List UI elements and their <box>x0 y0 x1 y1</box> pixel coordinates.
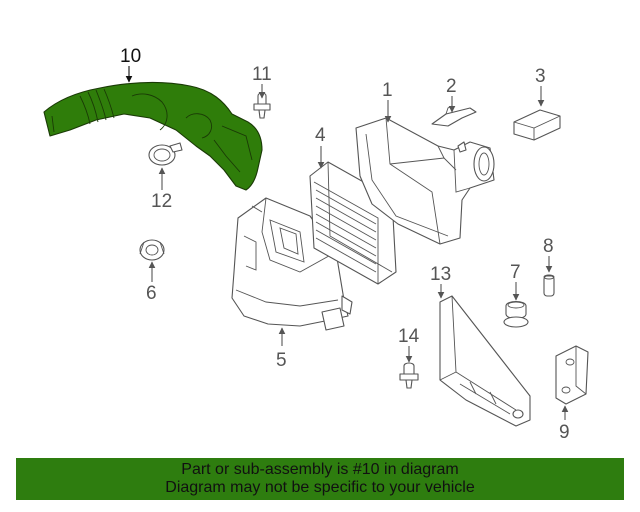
diagram-notice-banner: Part or sub-assembly is #10 in diagram D… <box>16 458 624 500</box>
bracket-part-9[interactable] <box>555 345 589 405</box>
block-part-3[interactable] <box>513 109 561 141</box>
callout-7[interactable]: 7 <box>510 262 521 283</box>
hose-clamp-part-12[interactable] <box>148 142 183 166</box>
callout-1[interactable]: 1 <box>382 80 393 101</box>
callout-10[interactable]: 10 <box>120 46 141 67</box>
intake-duct-part-10[interactable] <box>43 81 263 191</box>
callout-8[interactable]: 8 <box>543 236 554 257</box>
callout-13[interactable]: 13 <box>430 264 451 285</box>
callout-3[interactable]: 3 <box>535 66 546 87</box>
callout-5[interactable]: 5 <box>276 350 287 371</box>
callout-labels: 10 11 12 6 4 1 2 3 5 8 7 13 14 9 <box>120 46 570 443</box>
duct-part-13[interactable] <box>439 295 531 427</box>
leader-lines <box>125 66 569 420</box>
callout-12[interactable]: 12 <box>151 191 172 212</box>
callout-14[interactable]: 14 <box>398 326 420 347</box>
clip-part-14[interactable] <box>399 362 419 389</box>
banner-line-part-number: Part or sub-assembly is #10 in diagram <box>181 461 459 478</box>
callout-6[interactable]: 6 <box>146 283 157 304</box>
parts-diagram: 10 11 12 6 4 1 2 3 5 8 7 13 14 9 <box>43 46 589 443</box>
callout-4[interactable]: 4 <box>315 125 326 146</box>
grommet-part-6[interactable] <box>139 239 165 261</box>
callout-2[interactable]: 2 <box>446 76 457 97</box>
grommet-part-7[interactable] <box>503 300 529 328</box>
upper-case-part-1[interactable] <box>355 117 495 245</box>
callout-11[interactable]: 11 <box>252 64 272 85</box>
callout-9[interactable]: 9 <box>559 422 570 443</box>
pipe-part-8[interactable] <box>543 274 555 297</box>
bracket-part-2[interactable] <box>431 105 477 127</box>
banner-line-disclaimer: Diagram may not be specific to your vehi… <box>165 479 475 496</box>
